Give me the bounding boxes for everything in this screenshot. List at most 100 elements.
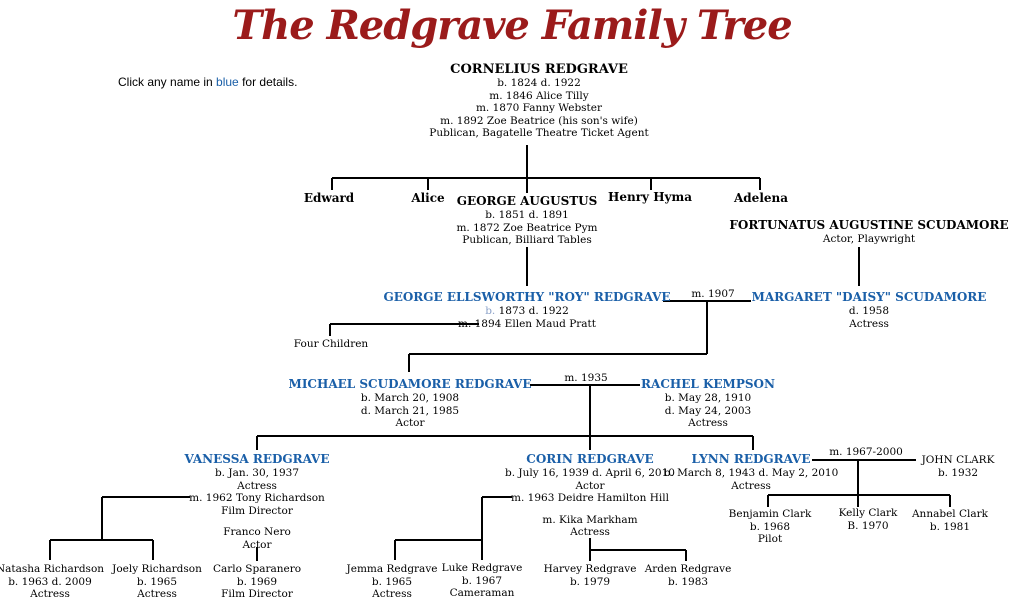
marriage-1907-label: m. 1907 — [691, 288, 735, 300]
annabel-line1: Annabel Clark — [911, 508, 989, 520]
john-clark-line2: b. 1932 — [937, 466, 979, 479]
joely-line3: Actress — [137, 588, 177, 600]
corin-line4: m. Kika Markham — [542, 513, 638, 526]
person-corin: CORIN REDGRAVE b. July 16, 1939 d. April… — [505, 452, 675, 539]
rachel-line1: b. May 28, 1910 — [664, 392, 752, 404]
rachel-name[interactable]: RACHEL KEMPSON — [641, 377, 775, 391]
michael-line3: Actor — [395, 417, 425, 429]
kelly-line1: Kelly Clark — [838, 507, 898, 519]
jemma-line3: Actress — [372, 588, 412, 600]
michael-line1: b. March 20, 1908 — [360, 392, 460, 404]
carlo-line2: b. 1969 — [236, 575, 278, 588]
four-children-text: Four Children — [293, 338, 369, 350]
person-michael: MICHAEL SCUDAMORE REDGRAVE b. March 20, … — [289, 377, 532, 430]
natasha-line2: b. 1963 d. 2009 — [8, 575, 92, 588]
luke-line2: b. 1967 — [461, 574, 503, 587]
benjamin-line1: Benjamin Clark — [728, 508, 812, 520]
vanessa-line3: m. 1962 Tony Richardson — [189, 492, 325, 504]
four-children-label: Four Children — [294, 338, 368, 351]
michael-name[interactable]: MICHAEL SCUDAMORE REDGRAVE — [288, 377, 532, 391]
vanessa-line4: Film Director — [221, 504, 293, 517]
person-roy: GEORGE ELLSWORTHY "ROY" REDGRAVE b. 1873… — [383, 290, 670, 330]
cornelius-line1: b. 1824 d. 1922 — [497, 77, 581, 89]
john-clark-line1: JOHN CLARK — [921, 454, 995, 466]
person-fortunatus: FORTUNATUS AUGUSTINE SCUDAMORE Actor, Pl… — [729, 218, 1008, 246]
joely-line2: b. 1965 — [136, 575, 178, 588]
person-benjamin: Benjamin Clark b. 1968 Pilot — [729, 508, 812, 546]
daisy-name[interactable]: MARGARET "DAISY" SCUDAMORE — [751, 290, 987, 304]
george-augustus-name: GEORGE AUGUSTUS — [456, 194, 598, 208]
henry-name: Henry Hyma — [608, 190, 692, 204]
rachel-line2: d. May 24, 2003 — [664, 404, 752, 417]
roy-born-link[interactable]: b. — [485, 305, 496, 317]
alice-name: Alice — [411, 191, 445, 205]
hint-link: blue — [216, 75, 239, 89]
benjamin-line2: b. 1968 — [749, 520, 791, 533]
person-arden: Arden Redgrave b. 1983 — [645, 563, 732, 588]
corin-line2: Actor — [575, 479, 605, 492]
corin-name[interactable]: CORIN REDGRAVE — [526, 452, 654, 466]
cornelius-line4: m. 1892 Zoe Beatrice (his son's wife) — [440, 114, 638, 127]
franco-line2: Actor — [242, 538, 272, 551]
person-harvey: Harvey Redgrave b. 1979 — [544, 563, 637, 588]
cornelius-line5: Publican, Bagatelle Theatre Ticket Agent — [429, 127, 649, 139]
kelly-line2: B. 1970 — [847, 519, 889, 532]
joely-line1: Joely Richardson — [112, 563, 202, 575]
person-lynn: LYNN REDGRAVE b. March 8, 1943 d. May 2,… — [664, 452, 839, 492]
roy-name[interactable]: GEORGE ELLSWORTHY "ROY" REDGRAVE — [383, 290, 671, 304]
person-daisy: MARGARET "DAISY" SCUDAMORE d. 1958 Actre… — [752, 290, 987, 330]
george-augustus-line1: b. 1851 d. 1891 — [485, 209, 569, 221]
carlo-line3: Film Director — [221, 588, 293, 600]
roy-line2: m. 1894 Ellen Maud Pratt — [457, 317, 597, 330]
person-john-clark: JOHN CLARK b. 1932 — [922, 454, 995, 479]
corin-line1: b. July 16, 1939 d. April 6, 2010 — [505, 467, 675, 479]
page-title: The Redgrave Family Tree — [232, 2, 792, 49]
lynn-line1: b. March 8, 1943 d. May 2, 2010 — [663, 467, 839, 479]
person-george-augustus: GEORGE AUGUSTUS b. 1851 d. 1891 m. 1872 … — [456, 194, 597, 247]
luke-line3: Cameraman — [449, 587, 515, 599]
jemma-line1: Jemma Redgrave — [346, 563, 438, 575]
hint-suffix: for details. — [238, 75, 298, 89]
fortunatus-line1: Actor, Playwright — [822, 233, 916, 245]
roy-line1: 1873 d. 1922 — [495, 305, 569, 317]
vanessa-name[interactable]: VANESSA REDGRAVE — [184, 452, 330, 466]
fortunatus-name: FORTUNATUS AUGUSTINE SCUDAMORE — [729, 218, 1009, 232]
edward-name: Edward — [303, 191, 355, 205]
marriage-1967-label: m. 1967-2000 — [829, 446, 903, 458]
carlo-line1: Carlo Sparanero — [212, 563, 302, 575]
arden-line1: Arden Redgrave — [644, 563, 732, 575]
person-henry: Henry Hyma — [608, 190, 692, 205]
daisy-line1: d. 1958 — [848, 305, 890, 317]
person-franco: Franco Nero Actor — [223, 526, 291, 551]
benjamin-line3: Pilot — [757, 533, 783, 545]
natasha-line3: Actress — [30, 588, 70, 600]
rachel-line3: Actress — [688, 417, 728, 429]
jemma-line2: b. 1965 — [371, 575, 413, 588]
person-alice: Alice — [411, 191, 444, 206]
vanessa-line2: Actress — [237, 479, 277, 492]
adelena-name: Adelena — [733, 191, 789, 205]
harvey-line1: Harvey Redgrave — [543, 563, 637, 575]
person-carlo: Carlo Sparanero b. 1969 Film Director — [213, 563, 301, 601]
instructions: Click any name in blue for details. — [118, 75, 297, 89]
george-augustus-line2: m. 1872 Zoe Beatrice Pym — [456, 221, 598, 234]
corin-line3: m. 1963 Deidre Hamilton Hill — [511, 492, 669, 504]
person-vanessa: VANESSA REDGRAVE b. Jan. 30, 1937 Actres… — [184, 452, 329, 517]
cornelius-line3: m. 1870 Fanny Webster — [475, 102, 603, 114]
person-annabel: Annabel Clark b. 1981 — [912, 508, 988, 533]
person-rachel: RACHEL KEMPSON b. May 28, 1910 d. May 24… — [641, 377, 775, 430]
franco-line1: Franco Nero — [223, 526, 291, 538]
daisy-line2: Actress — [849, 317, 889, 330]
annabel-line2: b. 1981 — [929, 520, 971, 533]
cornelius-name: CORNELIUS REDGRAVE — [450, 62, 628, 77]
vanessa-line1: b. Jan. 30, 1937 — [214, 467, 300, 479]
lynn-name[interactable]: LYNN REDGRAVE — [691, 452, 811, 466]
person-kelly: Kelly Clark B. 1970 — [839, 507, 898, 532]
michael-line2: d. March 21, 1985 — [360, 404, 460, 417]
person-jemma: Jemma Redgrave b. 1965 Actress — [347, 563, 438, 601]
cornelius-line2: m. 1846 Alice Tilly — [489, 89, 589, 102]
person-luke: Luke Redgrave b. 1967 Cameraman — [442, 562, 523, 600]
lynn-line2: Actress — [731, 479, 771, 492]
marriage-1935-label: m. 1935 — [564, 372, 608, 384]
